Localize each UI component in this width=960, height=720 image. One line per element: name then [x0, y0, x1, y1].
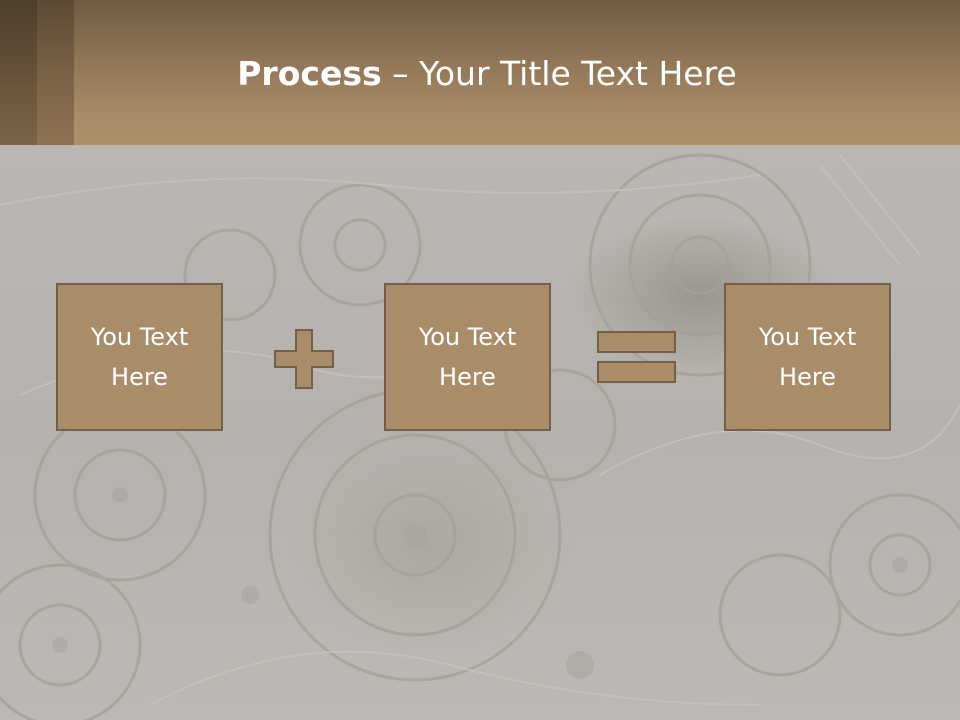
header-accent-mid	[37, 0, 74, 145]
title-rest-text: – Your Title Text Here	[381, 54, 737, 93]
title-bold-text: Process	[237, 54, 382, 93]
equals-icon	[597, 331, 676, 383]
plus-icon	[274, 329, 334, 389]
engine-background-image	[0, 145, 960, 720]
process-box-1-text: You Text Here	[90, 323, 189, 391]
machinery-illustration	[0, 153, 960, 720]
process-box-2[interactable]: You Text Here	[384, 283, 551, 431]
header-accent-dark	[0, 0, 37, 145]
process-box-3-text: You Text Here	[758, 323, 857, 391]
process-box-3[interactable]: You Text Here	[724, 283, 891, 431]
process-box-2-text: You Text Here	[418, 323, 517, 391]
header-band: Process – Your Title Text Here	[0, 0, 960, 145]
process-box-1[interactable]: You Text Here	[56, 283, 223, 431]
slide-title[interactable]: Process – Your Title Text Here	[74, 50, 900, 98]
